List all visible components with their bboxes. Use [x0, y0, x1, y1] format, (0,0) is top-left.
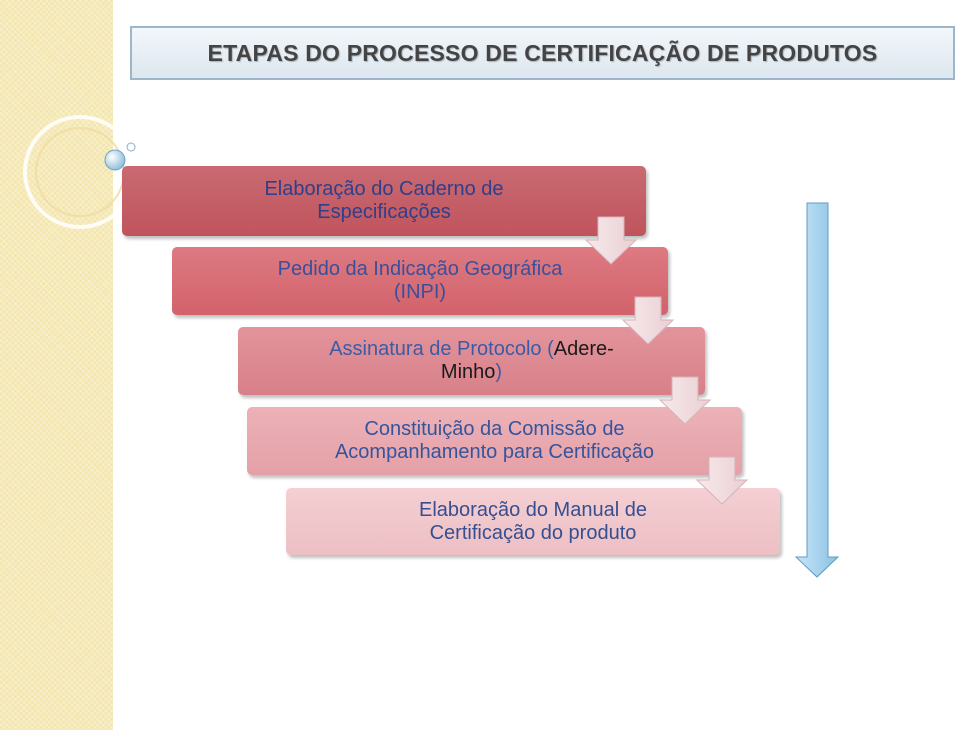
page-title: ETAPAS DO PROCESSO DE CERTIFICAÇÃO DE PR… — [207, 39, 878, 66]
title-banner: ETAPAS DO PROCESSO DE CERTIFICAÇÃO DE PR… — [130, 26, 955, 80]
step-2-label: Pedido da Indicação Geográfica (INPI) — [277, 258, 563, 303]
step-3-label: Assinatura de Protocolo (Adere- Minho) — [329, 338, 614, 383]
step-3-box: Assinatura de Protocolo (Adere- Minho) — [238, 327, 705, 395]
step-5-box: Elaboração do Manual de Certificação do … — [286, 488, 780, 555]
down-arrow-icon — [584, 216, 638, 265]
step-5-label: Elaboração do Manual de Certificação do … — [419, 498, 647, 544]
down-arrow-icon — [695, 456, 749, 505]
down-arrow-icon — [621, 296, 675, 345]
step-4-box: Constituição da Comissão de Acompanhamen… — [247, 407, 742, 475]
step-2-box: Pedido da Indicação Geográfica (INPI) — [172, 247, 668, 315]
timeline-arrow-icon — [794, 202, 840, 578]
step-1-box: Elaboração do Caderno de Especificações — [122, 166, 646, 236]
adere-minho-highlight: Adere- — [553, 338, 614, 360]
down-arrow-icon — [658, 376, 712, 425]
step-4-label: Constituição da Comissão de Acompanhamen… — [334, 418, 655, 463]
step-1-label: Elaboração do Caderno de Especificações — [264, 178, 504, 223]
